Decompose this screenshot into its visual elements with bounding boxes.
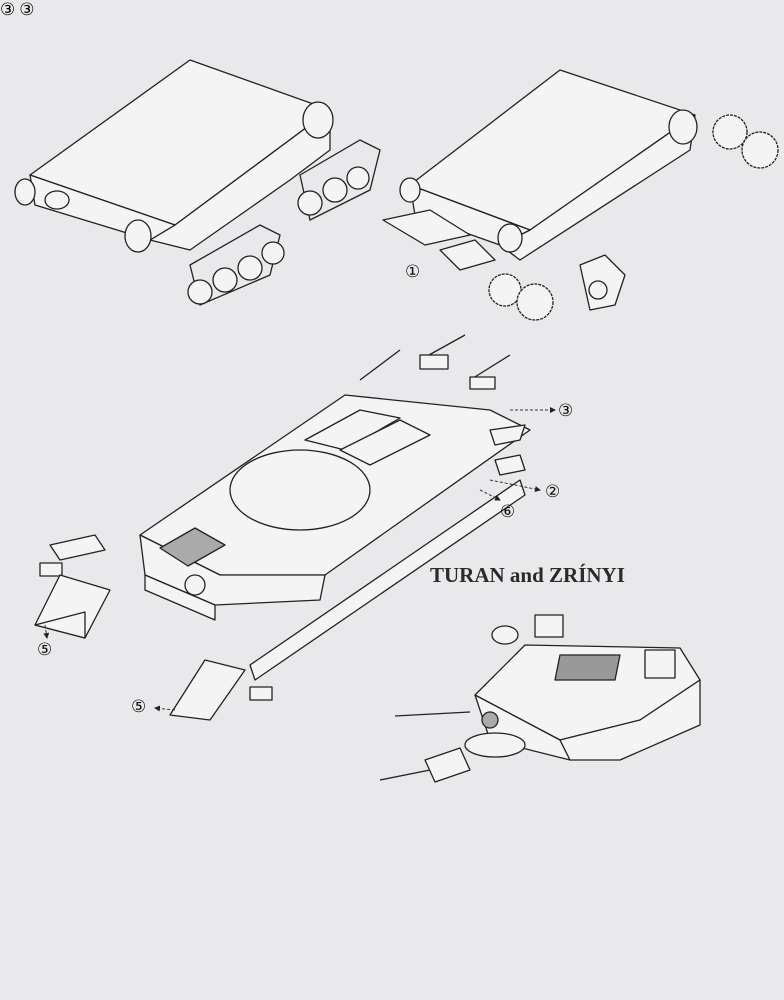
callout-3-upper: ③: [558, 401, 573, 421]
side-fender: [494, 454, 526, 476]
callout-3-right: ③: [0, 0, 16, 20]
upper-hull: [139, 334, 556, 681]
callout-6: ⑥: [500, 502, 515, 522]
lower-hull-left: [14, 59, 334, 253]
track-link-part: [382, 209, 471, 246]
callout-5-lower: ⑤: [131, 697, 146, 717]
svg-text:③: ③: [558, 401, 573, 421]
front-fender-parts: [34, 534, 111, 639]
callout-2: ②: [545, 482, 560, 502]
front-fender-lower: [154, 659, 273, 721]
svg-text:⑤: ⑤: [37, 640, 52, 660]
svg-text:⑥: ⑥: [500, 502, 515, 522]
sprocket-wheels: [488, 114, 779, 321]
page-title: TURAN and ZRÍNYI: [430, 563, 625, 587]
rear-upper-fender: [489, 424, 526, 446]
lower-hull-right: [382, 69, 698, 271]
svg-text:②: ②: [545, 482, 560, 502]
callout-3-left: ③: [19, 0, 35, 20]
svg-text:①: ①: [405, 262, 420, 282]
callout-1: ①: [405, 262, 420, 282]
svg-text:⑤: ⑤: [131, 697, 146, 717]
callout-5-left: ⑤: [37, 640, 52, 660]
suspension-bogie-2: [187, 224, 285, 306]
turret: [379, 614, 701, 783]
suspension-bogie-1: [297, 139, 381, 221]
side-strip: [249, 479, 526, 681]
